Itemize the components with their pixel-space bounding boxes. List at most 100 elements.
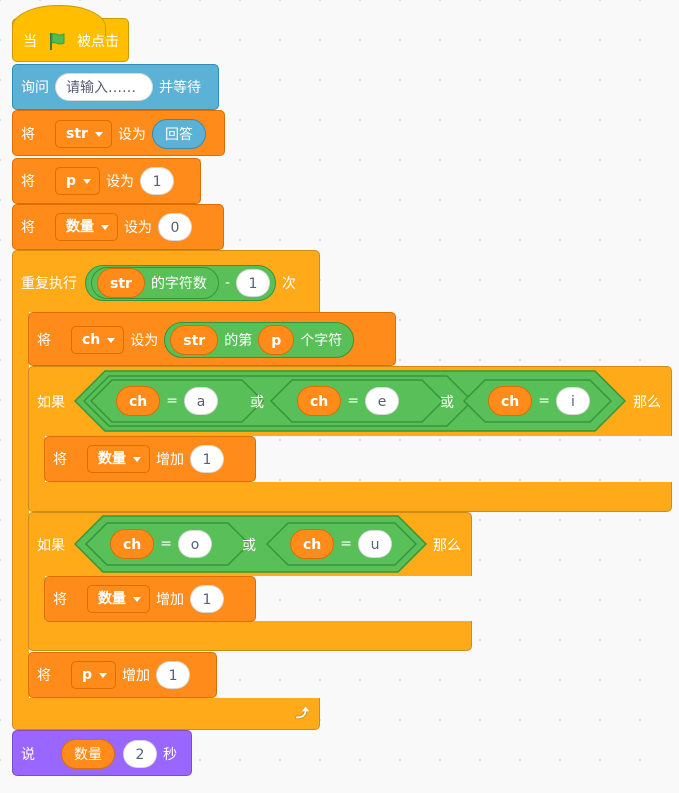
if-label: 如果: [37, 395, 65, 411]
value-input[interactable]: 0: [158, 213, 192, 241]
set-label: 将: [37, 333, 51, 349]
or-label: 或: [250, 395, 264, 411]
variable-str-reporter[interactable]: str: [170, 325, 219, 355]
value-input[interactable]: 1: [190, 445, 224, 473]
variable-str-reporter[interactable]: str: [97, 268, 145, 298]
set-label: 将: [53, 592, 67, 608]
minus-label: -: [224, 275, 230, 291]
change-by-label: 增加: [156, 592, 184, 608]
times-label: 次: [282, 276, 296, 292]
change-by-label: 增加: [122, 668, 151, 684]
repeat-block-arm: [12, 310, 29, 702]
change-by-label: 增加: [156, 452, 184, 468]
variable-p-reporter[interactable]: p: [258, 325, 295, 355]
variable-ch-reporter[interactable]: ch: [488, 386, 533, 416]
change-p-block[interactable]: 将 p 增加 1: [28, 652, 217, 698]
text-input[interactable]: u: [358, 530, 392, 558]
when-label: 当: [23, 34, 37, 50]
set-label: 将: [21, 220, 35, 236]
or-operator-2[interactable]: ch = o 或 ch = u: [74, 515, 428, 573]
variable-name: str: [66, 126, 88, 142]
hat-cap: [12, 5, 106, 36]
chevron-down-icon: [94, 131, 103, 137]
variable-ch-reporter[interactable]: ch: [110, 529, 155, 559]
or-label: 或: [440, 395, 454, 411]
set-p-block[interactable]: 将 p 设为 1: [12, 158, 201, 204]
set-label: 将: [53, 452, 67, 468]
say-for-secs-block[interactable]: 说 数量 2 秒: [12, 730, 192, 776]
if-block-2-arm: [28, 574, 45, 624]
repeat-label: 重复执行: [21, 276, 77, 292]
variable-name: p: [82, 667, 93, 683]
secs-label: 秒: [163, 747, 177, 763]
letter-suffix-label: 个字符: [300, 333, 343, 349]
then-label: 那么: [433, 538, 461, 554]
chevron-down-icon: [107, 337, 116, 343]
green-flag-icon: [50, 33, 65, 50]
text-input[interactable]: a: [184, 387, 218, 415]
variable-dropdown[interactable]: p: [55, 167, 101, 195]
length-of-operator[interactable]: str 的字符数: [91, 267, 219, 299]
if-block-1-foot[interactable]: [28, 482, 672, 512]
clicked-label: 被点击: [77, 34, 119, 50]
say-label: 说: [21, 747, 35, 763]
variable-ch-reporter[interactable]: ch: [116, 386, 161, 416]
variable-dropdown[interactable]: ch: [71, 326, 125, 354]
value-input[interactable]: 1: [190, 585, 224, 613]
value-input[interactable]: 1: [140, 167, 175, 195]
answer-reporter[interactable]: 回答: [151, 119, 206, 149]
equals-label: =: [166, 393, 178, 409]
if-block-2-foot[interactable]: [28, 621, 472, 651]
change-count-block[interactable]: 将 数量 增加 1: [44, 576, 256, 622]
if-label: 如果: [37, 538, 65, 554]
letter-of-operator[interactable]: str 的第 p 个字符: [164, 322, 355, 358]
to-label: 设为: [124, 220, 152, 236]
or-label: 或: [242, 538, 256, 554]
equals-label: =: [347, 393, 359, 409]
variable-dropdown[interactable]: 数量: [87, 585, 150, 613]
variable-name: 数量: [98, 591, 126, 607]
variable-name: 数量: [98, 451, 126, 467]
variable-dropdown[interactable]: 数量: [87, 445, 150, 473]
set-label: 将: [21, 127, 35, 143]
text-input[interactable]: e: [365, 387, 399, 415]
set-ch-block[interactable]: 将 ch 设为 str 的第 p 个字符: [28, 312, 396, 366]
equals-label: =: [340, 536, 352, 552]
variable-count-reporter[interactable]: 数量: [61, 739, 115, 769]
variable-ch-reporter[interactable]: ch: [290, 529, 335, 559]
set-label: 将: [37, 668, 51, 684]
ask-and-wait-block[interactable]: 询问 请输入…… 并等待: [12, 64, 219, 110]
seconds-input[interactable]: 2: [123, 740, 157, 768]
chevron-down-icon: [133, 456, 141, 462]
loop-arrow-icon: [294, 706, 310, 720]
set-label: 将: [21, 174, 35, 190]
repeat-block-top[interactable]: 重复执行 str 的字符数 - 1 次: [12, 250, 320, 312]
or-operator-outer[interactable]: ch = a 或 ch = e 或 ch = i: [74, 370, 626, 432]
then-label: 那么: [633, 395, 661, 411]
if-block-1-arm: [28, 434, 45, 484]
chevron-down-icon: [83, 178, 92, 184]
equals-label: =: [160, 536, 172, 552]
variable-dropdown[interactable]: str: [55, 120, 112, 148]
text-input[interactable]: i: [556, 387, 590, 415]
chevron-down-icon: [133, 596, 141, 602]
variable-name: p: [66, 173, 77, 189]
ask-label: 询问: [21, 80, 49, 96]
text-input[interactable]: o: [178, 530, 212, 558]
variable-name: ch: [82, 332, 101, 348]
number-input[interactable]: 1: [236, 269, 270, 297]
ask-question-input[interactable]: 请输入……: [55, 73, 153, 101]
when-flag-clicked-block[interactable]: 当 被点击: [12, 5, 129, 62]
to-label: 设为: [117, 127, 146, 143]
set-count-block[interactable]: 将 数量 设为 0: [12, 204, 224, 250]
variable-dropdown[interactable]: 数量: [55, 213, 118, 241]
wait-label: 并等待: [159, 80, 201, 96]
value-input[interactable]: 1: [156, 661, 191, 689]
repeat-block-foot[interactable]: [12, 698, 320, 730]
variable-ch-reporter[interactable]: ch: [297, 386, 342, 416]
set-str-block[interactable]: 将 str 设为 回答: [12, 110, 225, 156]
chevron-down-icon: [101, 224, 109, 230]
subtract-operator[interactable]: str 的字符数 - 1: [85, 265, 276, 301]
variable-dropdown[interactable]: p: [71, 661, 117, 689]
change-count-block[interactable]: 将 数量 增加 1: [44, 436, 256, 482]
